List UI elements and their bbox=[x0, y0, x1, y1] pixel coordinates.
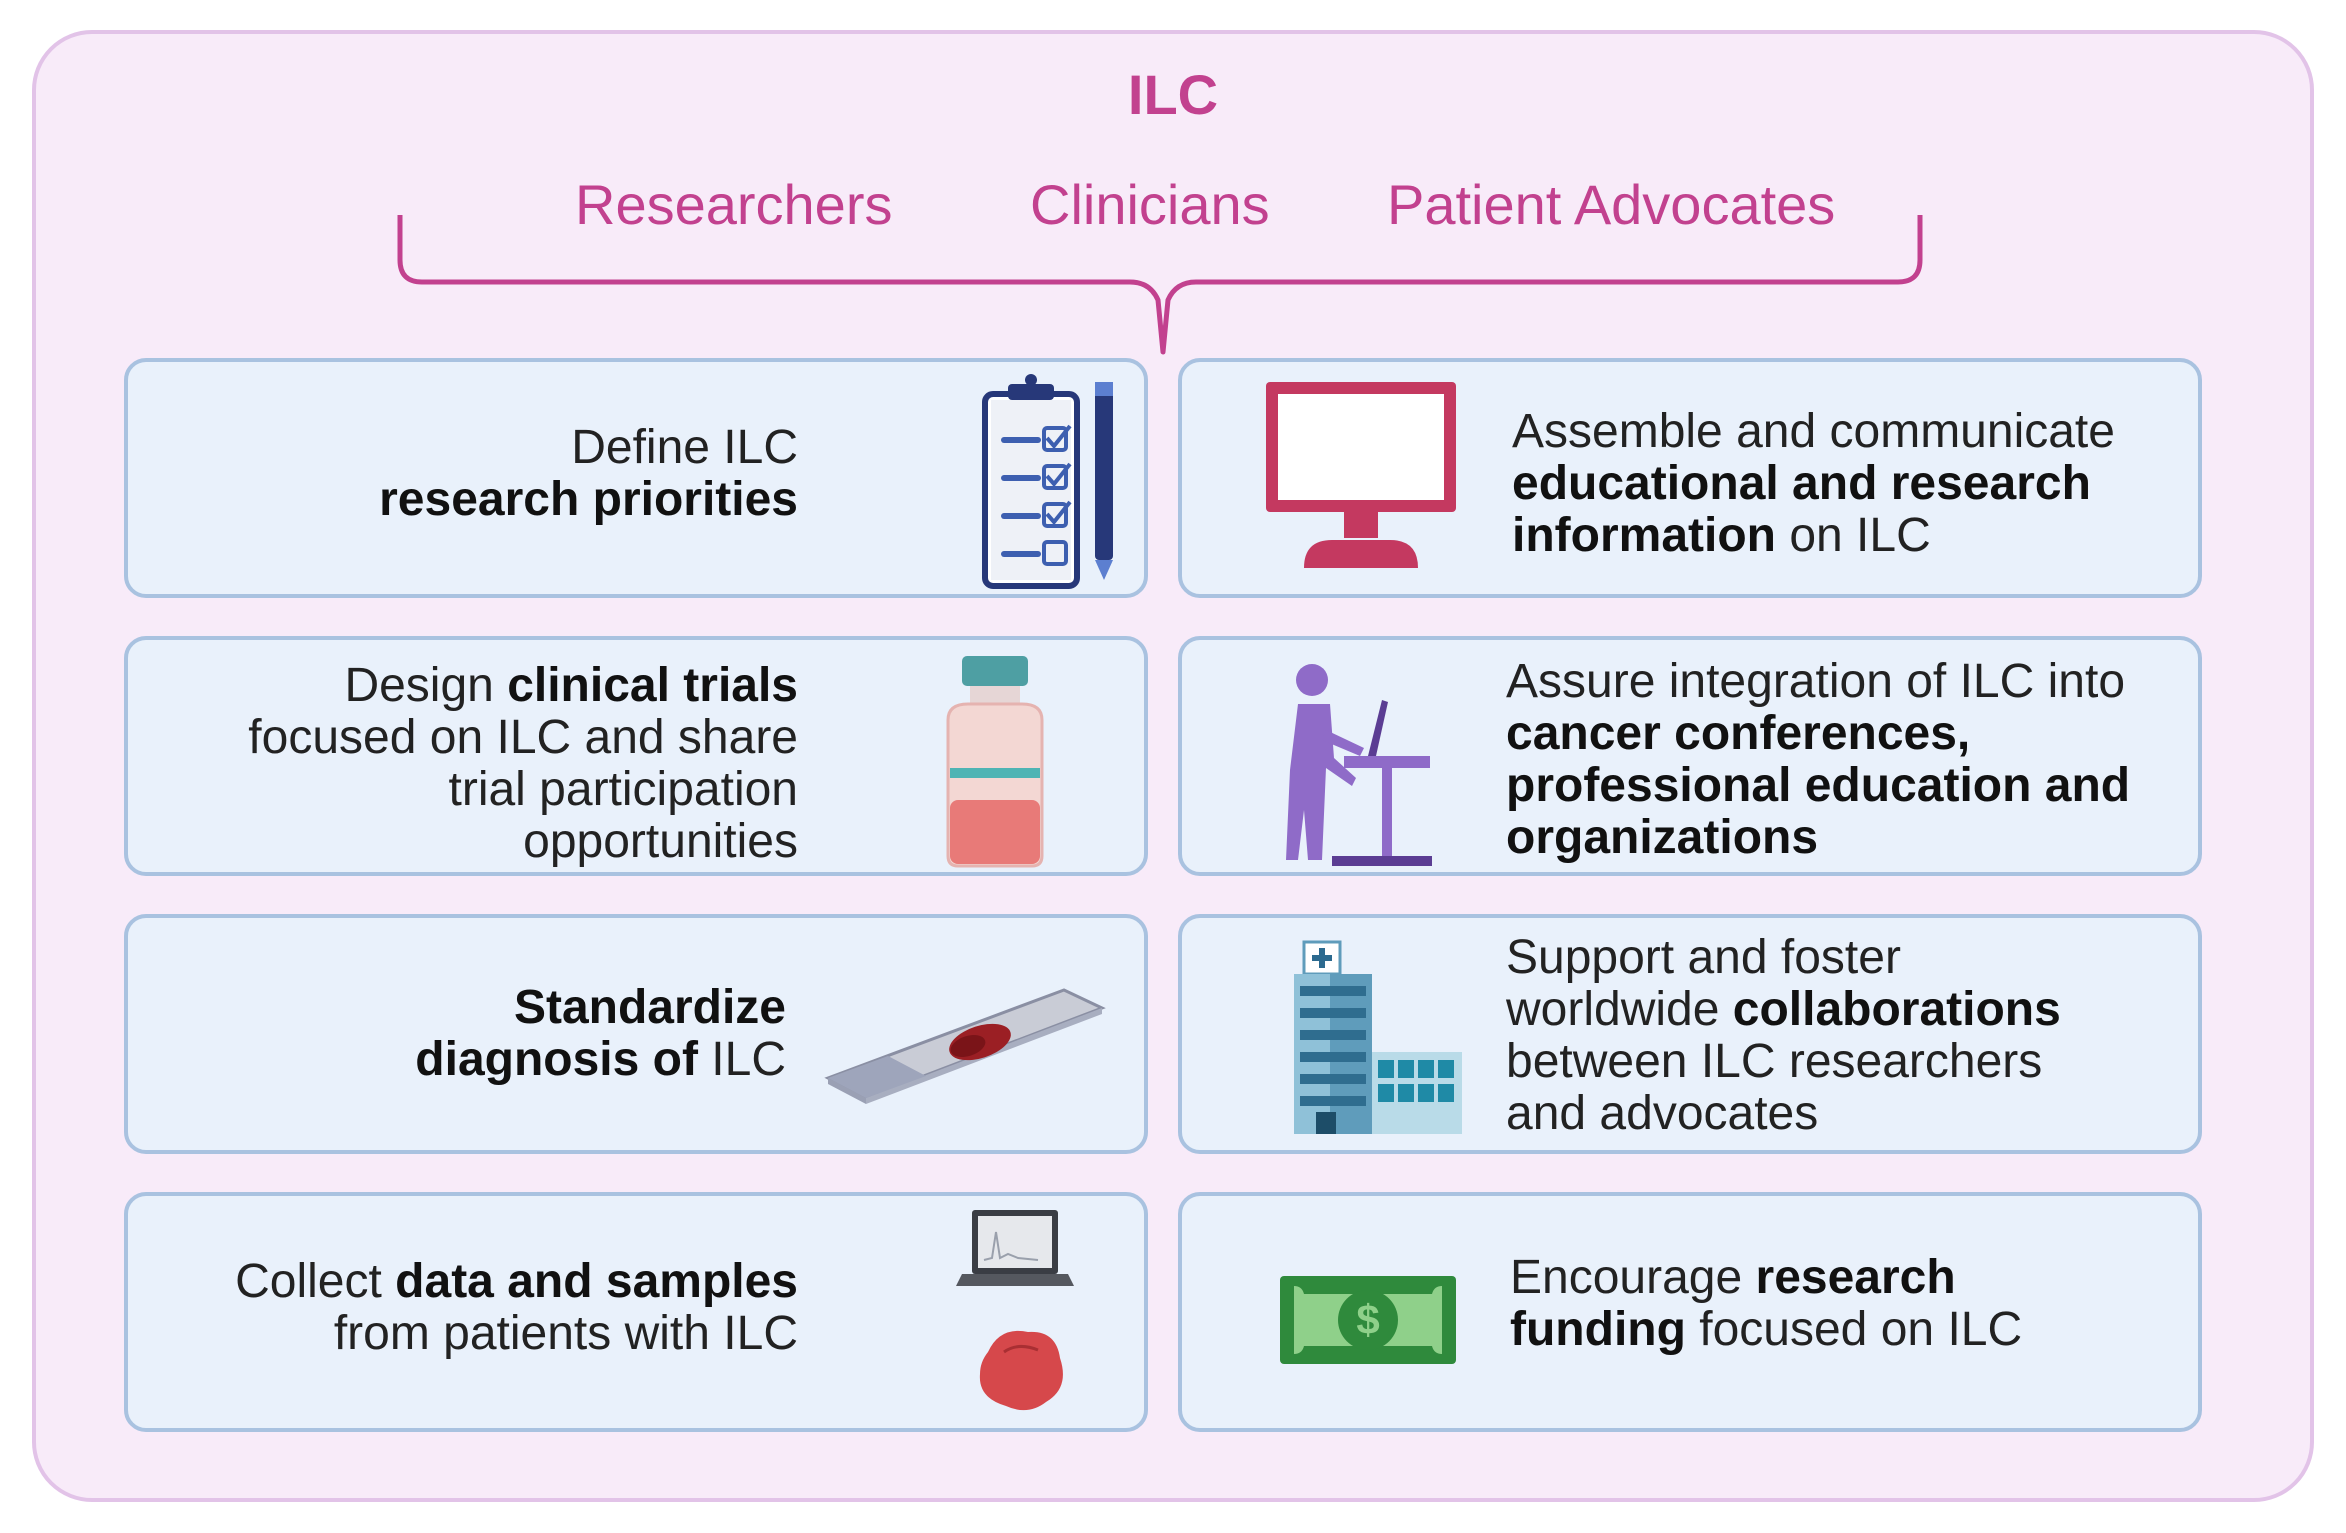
bold-text: information bbox=[1512, 509, 1776, 562]
role-researchers: Researchers bbox=[575, 173, 893, 236]
text-line: Assemble and communicate bbox=[1512, 406, 2115, 458]
plain-text: Collect bbox=[235, 1255, 396, 1308]
bold-text: clinical trials bbox=[507, 659, 798, 712]
plain-text: Assure integration of ILC into bbox=[1506, 655, 2126, 708]
text-line: cancer conferences, bbox=[1506, 708, 2130, 760]
plain-text: Assemble and communicate bbox=[1512, 405, 2115, 458]
bold-text: educational and research bbox=[1512, 457, 2091, 510]
text-line: trial participation bbox=[248, 763, 799, 816]
plain-text: ILC bbox=[697, 1033, 786, 1086]
plain-text: Design bbox=[344, 659, 508, 712]
plain-text: and advocates bbox=[1506, 1087, 1819, 1140]
bold-text: data and samples bbox=[395, 1255, 798, 1308]
bold-text: Standardize bbox=[513, 981, 786, 1034]
role-patient-advocates: Patient Advocates bbox=[1387, 173, 1836, 236]
plain-text: worldwide bbox=[1506, 983, 1733, 1036]
plain-text: Support and foster bbox=[1506, 931, 1901, 984]
bold-text: funding bbox=[1510, 1303, 1686, 1356]
text-line: organizations bbox=[1506, 812, 2130, 864]
hospital-building-icon bbox=[1294, 940, 1462, 1134]
bold-text: cancer conferences, bbox=[1506, 707, 1971, 760]
text-line: diagnosis of ILC bbox=[415, 1034, 786, 1086]
text-line: Define ILC bbox=[379, 422, 798, 474]
medicine-vial-icon bbox=[946, 656, 1044, 868]
text-line: and advocates bbox=[1506, 1088, 2061, 1140]
text-line: Assure integration of ILC into bbox=[1506, 656, 2130, 708]
laptop-tissue-sample-icon bbox=[956, 1210, 1074, 1411]
plain-text: from patients with ILC bbox=[333, 1307, 798, 1360]
text-line: worldwide collaborations bbox=[1506, 984, 2061, 1036]
grouping-brace bbox=[397, 215, 1923, 355]
text-line: Encourage research bbox=[1510, 1252, 2022, 1304]
text-line: Design clinical trials bbox=[248, 660, 798, 712]
text-line: between ILC researchers bbox=[1506, 1036, 2061, 1088]
text-line: research priorities bbox=[379, 474, 798, 526]
plain-text: trial participation bbox=[448, 763, 799, 816]
dollar-bill-icon: $ bbox=[1280, 1276, 1456, 1364]
bold-text: collaborations bbox=[1732, 983, 2061, 1036]
plain-text: Encourage bbox=[1510, 1251, 1756, 1304]
text-line: Collect data and samples bbox=[235, 1256, 798, 1308]
bold-text: research priorities bbox=[379, 473, 798, 526]
person-at-lectern-icon bbox=[1286, 664, 1432, 866]
svg-text:$: $ bbox=[1356, 1296, 1379, 1343]
plain-text: between ILC researchers bbox=[1506, 1035, 2043, 1088]
plain-text: Define ILC bbox=[571, 421, 798, 474]
text-line: educational and research bbox=[1512, 458, 2115, 510]
plain-text: on ILC bbox=[1775, 509, 1931, 562]
plain-text: focused on ILC and share bbox=[248, 711, 798, 764]
text-line: Standardize bbox=[415, 982, 786, 1034]
bold-text: diagnosis of bbox=[415, 1033, 698, 1086]
text-line: professional education and bbox=[1506, 760, 2130, 812]
plain-text: focused on ILC bbox=[1685, 1303, 2023, 1356]
bold-text: research bbox=[1755, 1251, 1956, 1304]
diagram-title: ILC bbox=[1127, 63, 1219, 126]
computer-monitor-icon bbox=[1266, 382, 1456, 568]
text-line: from patients with ILC bbox=[235, 1308, 798, 1360]
text-line: funding focused on ILC bbox=[1510, 1304, 2022, 1356]
bold-text: organizations bbox=[1506, 811, 1819, 864]
text-line: information on ILC bbox=[1512, 510, 2115, 562]
clipboard-checklist-icon bbox=[982, 374, 1113, 589]
text-line: focused on ILC and share bbox=[248, 712, 798, 764]
plain-text: opportunities bbox=[523, 815, 798, 868]
microscope-slide-icon bbox=[824, 988, 1106, 1104]
role-clinicians: Clinicians bbox=[1030, 173, 1270, 236]
text-line: Support and foster bbox=[1506, 932, 2061, 984]
text-line: opportunities bbox=[248, 816, 798, 868]
bold-text: professional education and bbox=[1506, 759, 2131, 812]
